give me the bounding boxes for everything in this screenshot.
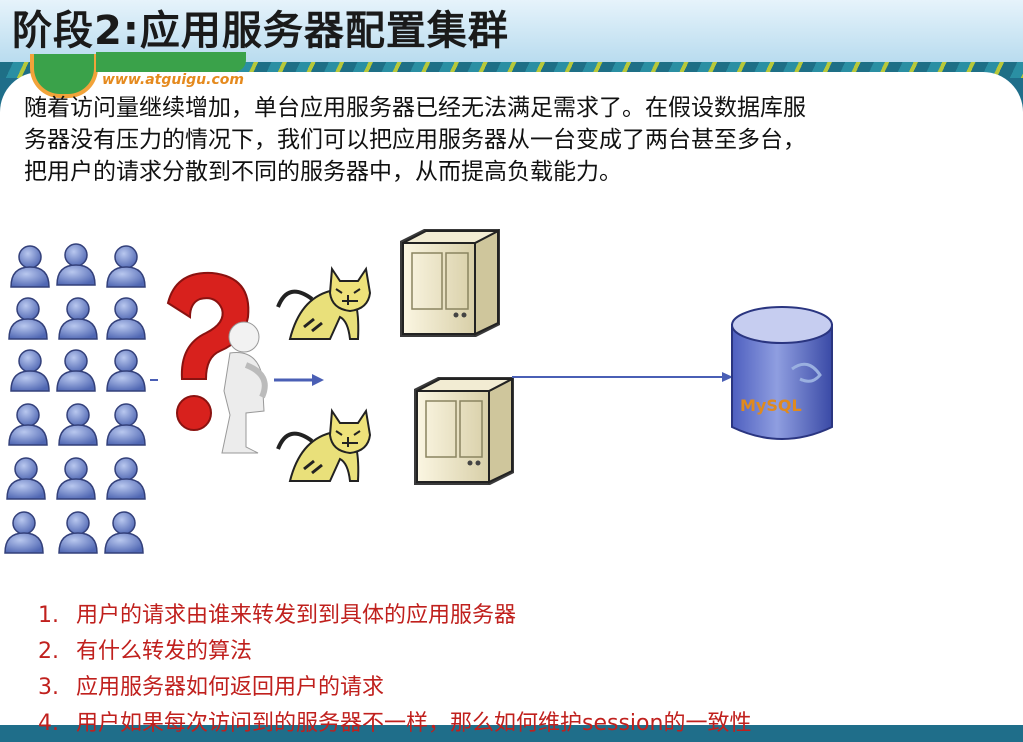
user-icon [10,349,50,392]
user-icon [106,457,146,500]
issues-list: 1.用户的请求由谁来转发到到具体的应用服务器 2.有什么转发的算法 3.应用服务… [38,598,751,742]
logo-icon [30,54,98,98]
arrowhead [312,374,324,386]
intro-line: 务器没有压力的情况下，我们可以把应用服务器从一台变成了两台甚至多台， [24,127,806,153]
user-icon [6,457,46,500]
slide-title: 阶段2:应用服务器配置集群 [12,8,509,54]
list-item: 4.用户如果每次访问到的服务器不一样，那么如何维护session的一致性 [38,711,752,736]
user-icon [58,511,98,554]
server-icon [413,376,515,486]
users-group [4,243,146,554]
list-item: 1.用户的请求由谁来转发到到具体的应用服务器 [38,603,517,628]
list-item: 2.有什么转发的算法 [38,639,253,664]
database-icon: MySQL [731,306,833,440]
user-icon [56,457,96,500]
user-icon [56,243,96,286]
intro-line: 把用户的请求分散到不同的服务器中，从而提高负载能力。 [24,159,622,185]
user-icon [58,297,98,340]
server-icon [399,228,501,338]
user-icon [4,511,44,554]
user-icon [106,349,146,392]
user-icon [8,297,48,340]
intro-line: 随着访问量继续增加，单台应用服务器已经无法满足需求了。在假设数据库服 [24,95,806,121]
user-icon [104,511,144,554]
list-item: 3.应用服务器如何返回用户的请求 [38,675,385,700]
user-icon [10,245,50,288]
tomcat-icon [276,409,372,483]
architecture-diagram: MySQL [4,228,833,554]
logo-url: www.atguigu.com [102,72,244,88]
user-icon [106,297,146,340]
user-icon [106,403,146,446]
database-label: MySQL [740,396,802,415]
arrowhead [722,372,733,382]
user-icon [58,403,98,446]
user-icon [56,349,96,392]
intro-paragraph: 随着访问量继续增加，单台应用服务器已经无法满足需求了。在假设数据库服 务器没有压… [24,92,1004,188]
tomcat-icon [276,267,372,341]
logo-brand-mark [96,52,246,72]
question-mark-figure-icon [166,271,268,454]
user-icon [8,403,48,446]
user-icon [106,245,146,288]
